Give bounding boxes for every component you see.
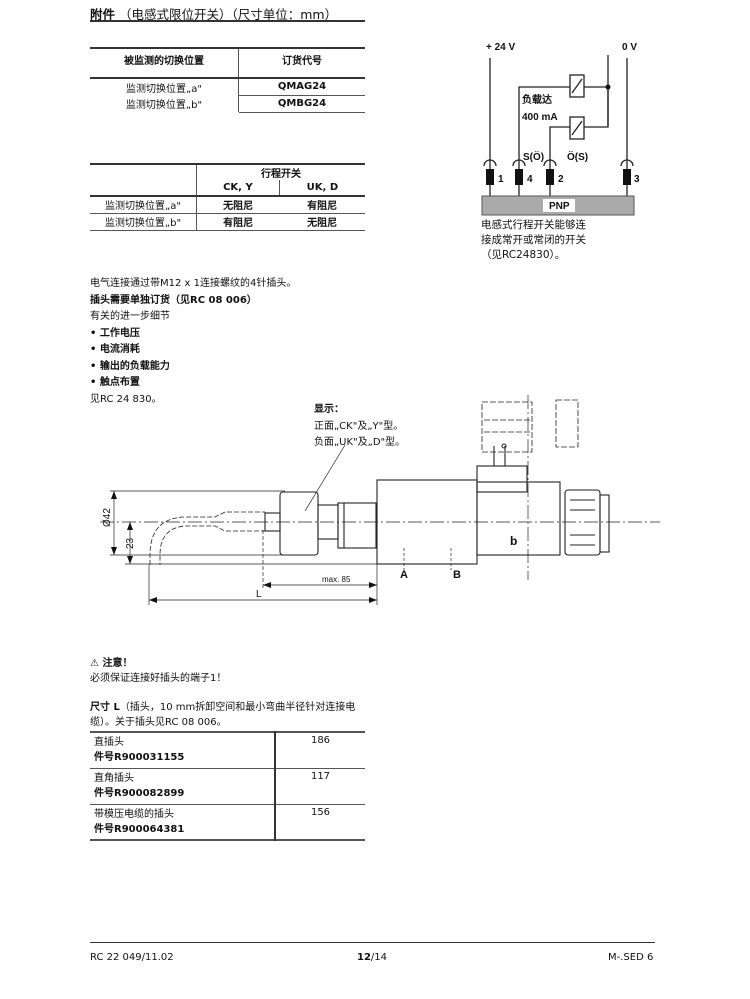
plug-name: 带模压电缆的插头	[94, 808, 174, 820]
page-number: 12	[357, 952, 371, 963]
col-header-ck-y: CK, Y	[196, 180, 280, 196]
pin-4: 4	[527, 174, 533, 185]
footer-type: M-.SED 6	[608, 952, 654, 963]
part-number: 件号R900082899	[94, 787, 185, 799]
body-line: 电气连接通过带M12 x 1连接螺纹的4针插头。	[90, 278, 297, 289]
plug-table: 直插头件号R900031155 186 直角插头件号R900082899 117…	[90, 731, 365, 841]
solenoid-b: b	[510, 534, 517, 548]
warning-block: ⚠ 注意！ 必须保证连接好插头的端子1！	[90, 656, 226, 686]
label-load: 负载达	[522, 93, 552, 106]
display-note: 显示： 正面„CK"及„Y"型。 负面„UK"及„D"型。	[314, 402, 405, 452]
label-o-s: Ö(S)	[567, 150, 588, 163]
part-number: 件号R900031155	[94, 752, 185, 763]
part-number: 件号R900064381	[94, 823, 185, 835]
port-a: A	[400, 569, 408, 581]
header-title-rest: （电感式限位开关）（尺寸单位：mm）	[119, 7, 338, 22]
order-code: QMAG24	[238, 78, 365, 96]
valve-dimension-drawing: Ø42 23 max. 85 L A B b	[100, 395, 660, 605]
plug-name: 直角插头	[94, 772, 134, 784]
pin-3: 3	[634, 174, 640, 185]
order-code-table: 被监测的切换位置 订货代号 监测切换位置„a"QMAG24 监测切换位置„b" Q…	[90, 47, 365, 113]
footer-doc-number: RC 22 049/11.02	[90, 952, 174, 963]
pin-1: 1	[498, 174, 504, 185]
caption-line: （见RC24830）。	[481, 249, 566, 261]
circuit-diagram: + 24 V 0 V 负载达 400 mA S(Ö) Ö(S) 1 4 2 3 …	[481, 42, 640, 216]
bullet-item: 输出的负载能力	[99, 360, 170, 372]
dim-l-line: （插头，10 mm拆卸空间和最小弯曲半径针对连接电	[119, 702, 356, 713]
junction-dot	[605, 84, 611, 90]
label-400ma: 400 mA	[522, 112, 558, 123]
cell: 无阻尼	[307, 218, 338, 229]
dim-value: 156	[310, 806, 331, 818]
note-line: 正面„CK"及„Y"型。	[314, 420, 404, 432]
cell: 监测切换位置„b"	[90, 213, 197, 230]
page-total: /14	[370, 952, 388, 963]
footer-rule	[90, 942, 655, 943]
cell: 无阻尼	[223, 201, 254, 213]
cell: 有阻尼	[223, 218, 254, 229]
dim-l-bold: 尺寸 L	[90, 702, 120, 713]
col-header-position: 被监测的切换位置	[90, 48, 239, 78]
dim-diameter-42: Ø42	[102, 508, 113, 527]
header-title-bold: 附件	[90, 7, 116, 22]
label-plus-24v: + 24 V	[486, 42, 516, 53]
dim-value: 117	[310, 770, 331, 782]
body-line: 有关的进一步细节	[90, 311, 170, 322]
empty-header	[90, 164, 197, 196]
cell: 监测切换位置„a"	[90, 196, 197, 213]
warning-text: 必须保证连接好插头的端子1！	[90, 673, 227, 684]
body-line: 见RC 24 830。	[90, 393, 162, 405]
cell: 监测切换位置„a"	[90, 78, 239, 95]
connection-text: 电气连接通过带M12 x 1连接螺纹的4针插头。 插头需要单独订货（见RC 08…	[90, 276, 296, 408]
label-pnp: PNP	[549, 201, 570, 212]
cell: 监测切换位置„b"	[90, 95, 239, 113]
pin-2: 2	[558, 174, 564, 185]
table-row: 带模压电缆的插头件号R900064381 156	[90, 804, 365, 840]
dim-23: 23	[125, 537, 136, 549]
plug-name: 直插头	[94, 737, 124, 748]
warning-icon: ⚠	[90, 658, 99, 669]
caption-line: 接成常开或常闭的开关	[481, 234, 586, 246]
col-header-uk-d: UK, D	[306, 182, 339, 193]
order-code: QMBG24	[277, 98, 327, 109]
caption-line: 电感式行程开关能够连	[481, 219, 586, 231]
header-rule	[90, 20, 365, 22]
footer-page: 12/14	[357, 950, 387, 965]
label-0v: 0 V	[622, 42, 637, 53]
label-s-o: S(Ö)	[523, 150, 544, 163]
bullet-item: 工作电压	[99, 327, 140, 339]
warning-title: 注意！	[102, 658, 133, 669]
port-b: B	[453, 569, 461, 581]
page-header: 附件 （电感式限位开关）（尺寸单位：mm）	[90, 4, 337, 23]
dim-l: L	[256, 589, 262, 600]
dim-max-85: max. 85	[322, 575, 351, 584]
col-header-order-code: 订货代号	[282, 56, 322, 67]
body-line-bold: 插头需要单独订货（见RC 08 006）	[90, 294, 257, 306]
dim-l-line: 缆）。关于插头见RC 08 006。	[90, 717, 227, 728]
table-row: 直角插头件号R900082899 117	[90, 768, 365, 804]
dim-value: 186	[310, 735, 331, 746]
table-row: 直插头件号R900031155 186	[90, 732, 365, 768]
dim-l-text: 尺寸 L（插头，10 mm拆卸空间和最小弯曲半径针对连接电 缆）。关于插头见RC…	[90, 700, 355, 730]
bullet-item: 触点布置	[99, 377, 140, 388]
note-title: 显示：	[314, 404, 344, 415]
cell: 有阻尼	[307, 201, 338, 213]
bullet-item: 电流消耗	[99, 344, 140, 355]
circuit-caption: 电感式行程开关能够连 接成常开或常闭的开关 （见RC24830）。	[481, 218, 586, 263]
note-line: 负面„UK"及„D"型。	[314, 437, 406, 448]
group-header: 行程开关	[261, 169, 301, 180]
